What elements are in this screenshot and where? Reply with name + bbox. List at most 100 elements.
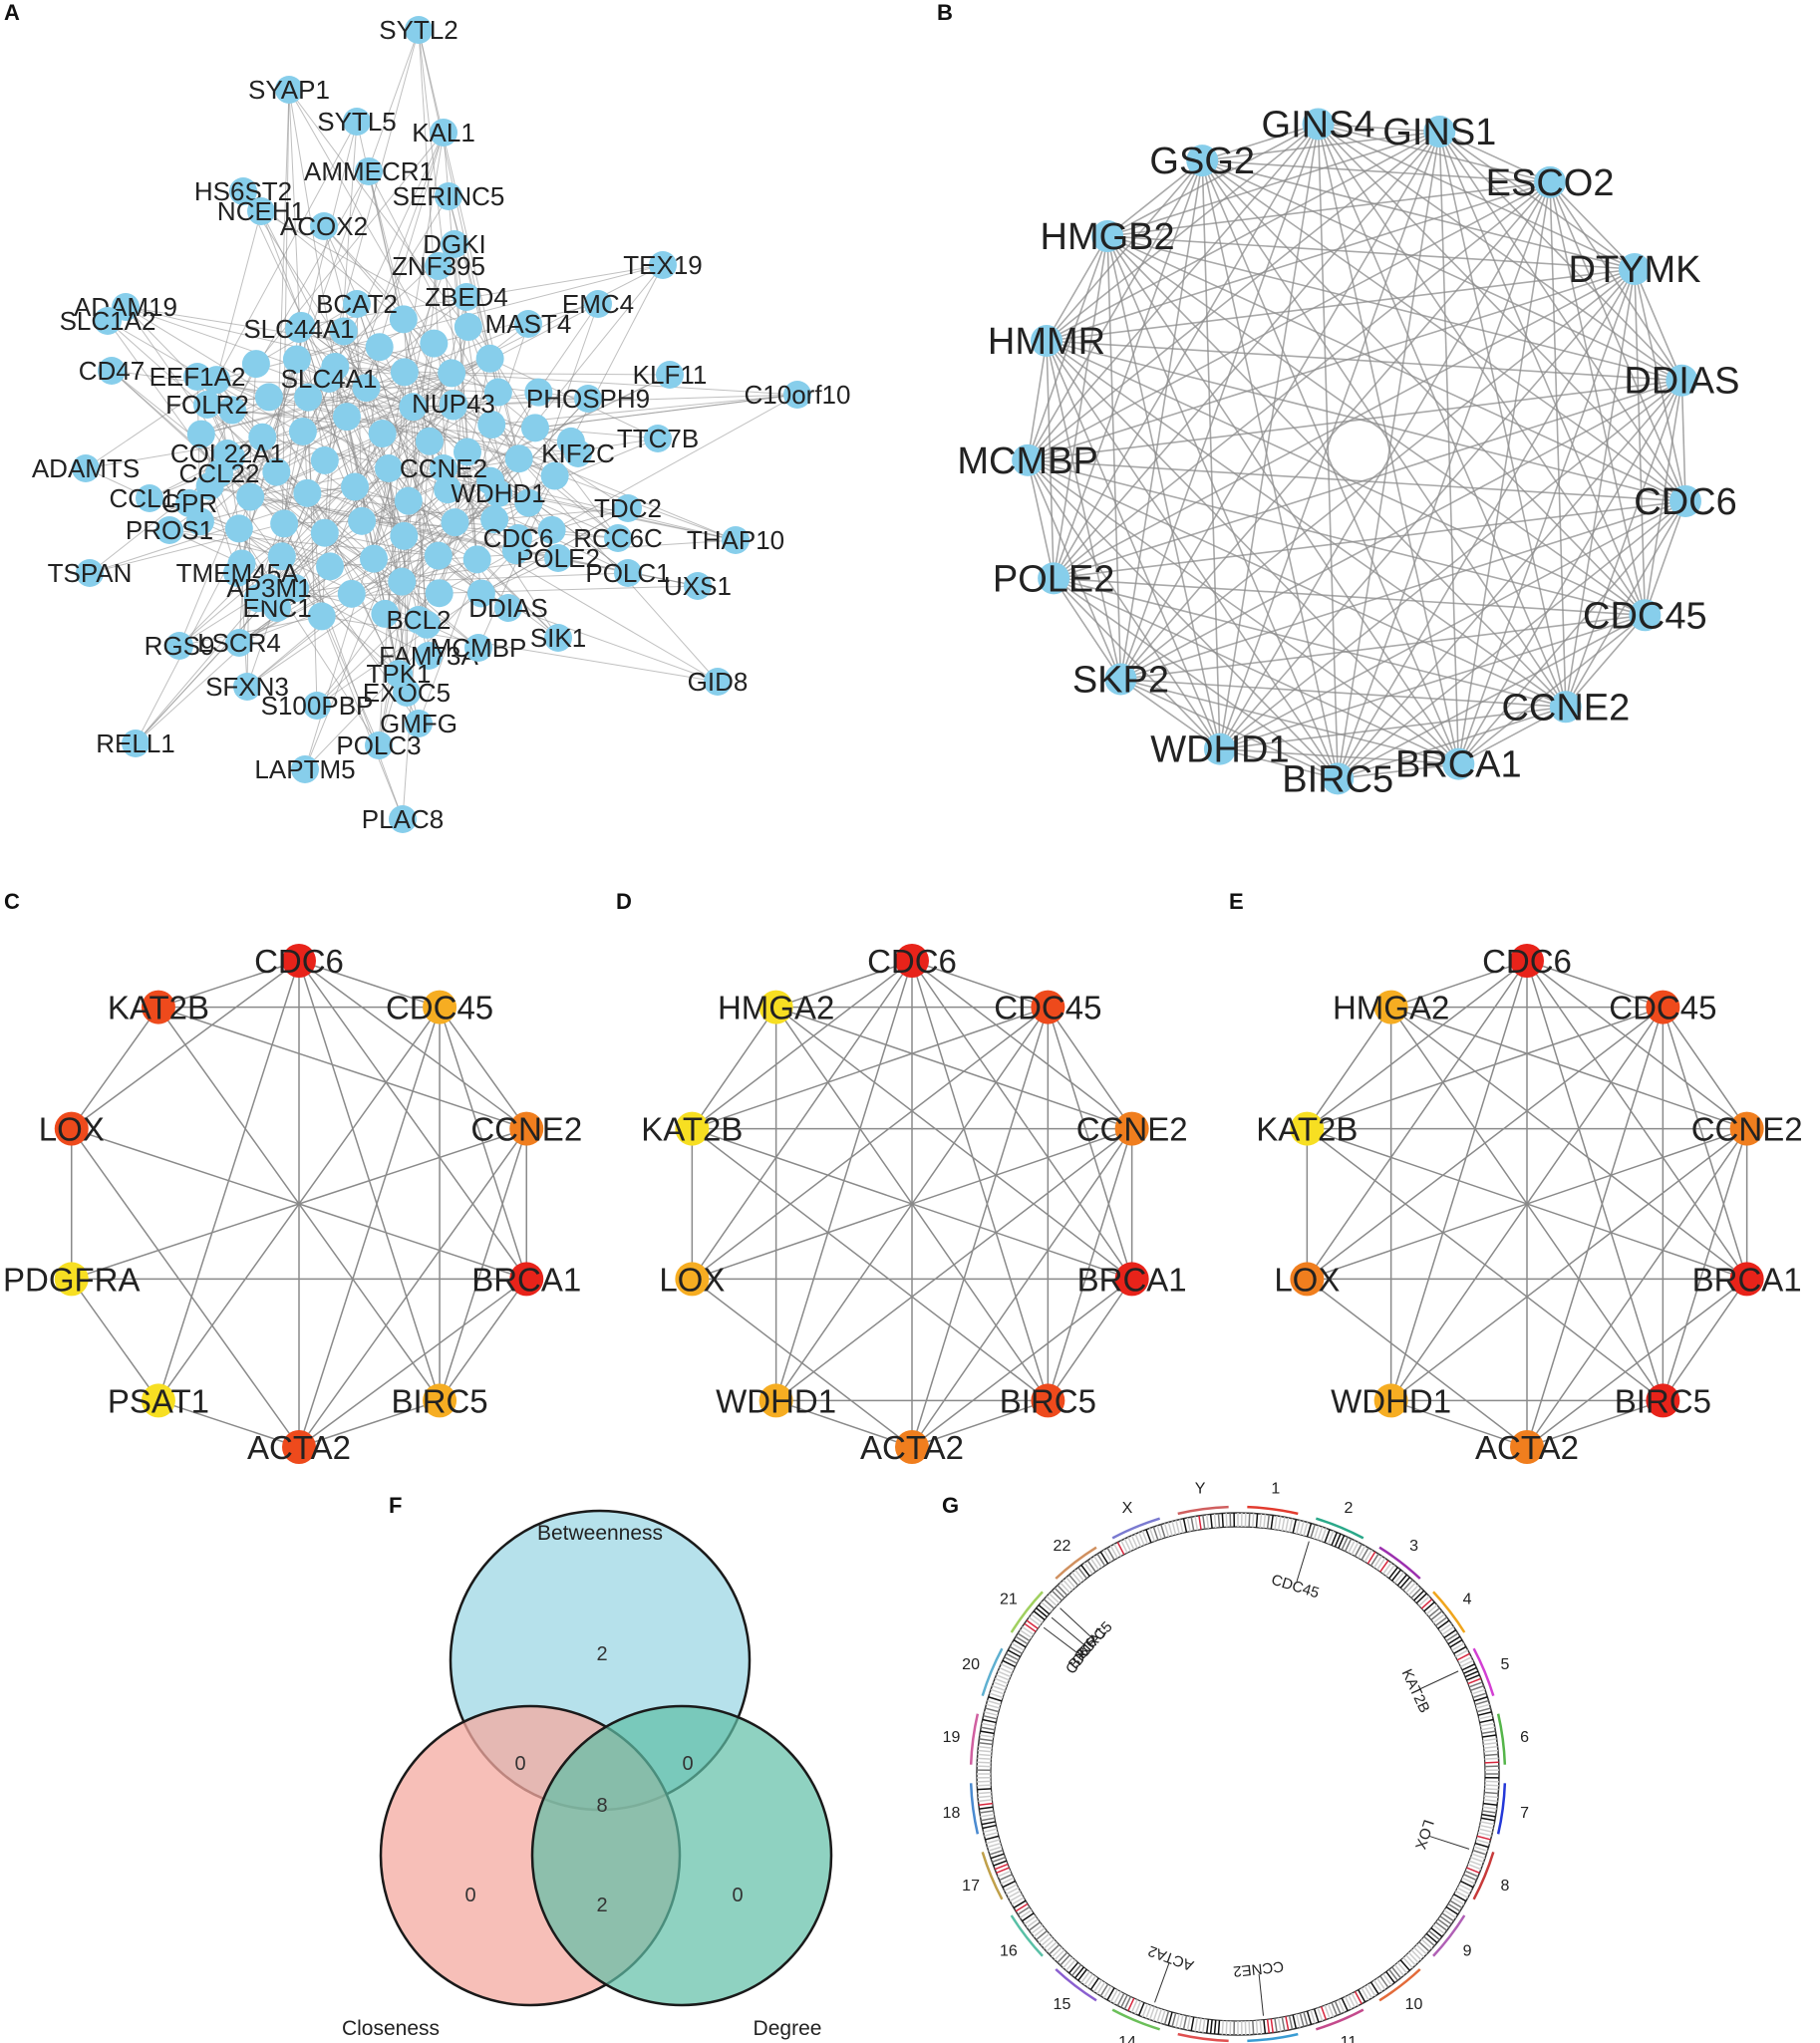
network-node [155, 516, 183, 544]
cytoband [1477, 1711, 1492, 1716]
cytoband [1049, 1593, 1061, 1605]
cytoband [1194, 1516, 1199, 1531]
network-node [430, 119, 457, 146]
cytoband [979, 1734, 994, 1738]
cytoband [1317, 1526, 1324, 1541]
gene-label: CCNE2 [1232, 1957, 1284, 1979]
cytoband [1474, 1842, 1489, 1849]
network-edge [1457, 614, 1646, 765]
cytoband [1202, 1515, 1206, 1530]
network-node [389, 805, 417, 833]
cytoband [978, 1745, 993, 1749]
cytoband [1476, 1835, 1491, 1841]
cytoband [985, 1835, 1000, 1841]
network-edge [1202, 131, 1440, 161]
network-edge [1201, 159, 1340, 779]
cytoband [1425, 1605, 1438, 1615]
cytoband [1209, 2019, 1213, 2034]
network-edge [1106, 123, 1319, 237]
node-label: RGS9 [145, 631, 215, 661]
network-edge [1219, 380, 1682, 750]
venn-count-all-three: 8 [596, 1795, 607, 1817]
network-node [186, 420, 215, 448]
network-node [524, 378, 553, 407]
node-label: C10orf10 [745, 380, 851, 410]
cytoband [1483, 1799, 1498, 1803]
network-node [285, 315, 313, 343]
cytoband [1467, 1863, 1482, 1871]
network-edge [1106, 235, 1567, 708]
network-edge [1219, 747, 1339, 780]
network-edge [1318, 123, 1636, 270]
node-label: EMC4 [562, 289, 634, 319]
node-label: CDC45 [994, 990, 1101, 1026]
cytoband [1071, 1572, 1082, 1584]
panel-e-network: CDC6CDC45CCNE2BRCA1BIRC5ACTA2WDHD1LOXKAT… [1256, 943, 1802, 1466]
network-node [275, 76, 303, 104]
network-edge [1549, 181, 1647, 616]
node-label: CD47 [79, 356, 145, 386]
node-label: SYAP1 [248, 75, 330, 105]
node-label: BIRC5 [1615, 1382, 1711, 1419]
cytoband [1221, 2020, 1224, 2035]
network-node [310, 518, 339, 547]
network-edge [1027, 340, 1048, 460]
cytoband [1437, 1619, 1450, 1629]
cytoband [1167, 1522, 1173, 1537]
network-node [1510, 1430, 1544, 1464]
network-node [405, 710, 433, 737]
network-edge [1662, 1278, 1748, 1401]
network-edge [1438, 131, 1636, 270]
cytoband [1420, 1599, 1433, 1609]
network-edge [517, 440, 572, 539]
node-label: GINS1 [1382, 112, 1496, 153]
cytoband [1167, 2011, 1173, 2026]
network-edge [1438, 131, 1682, 382]
network-edge [691, 1278, 913, 1448]
venn-label-betweenness: Betweenness [537, 1522, 663, 1545]
chromosome-label: 18 [943, 1805, 961, 1822]
cytoband [1152, 1526, 1159, 1541]
cytoband [1141, 2003, 1149, 2018]
network-edge [1047, 1278, 1133, 1401]
cytoband [1475, 1839, 1490, 1845]
network-edge [1027, 459, 1567, 709]
cytoband [1248, 2020, 1251, 2035]
network-edge [518, 457, 619, 539]
cytoband [1430, 1610, 1443, 1620]
cytoband [1317, 2007, 1324, 2022]
chromosome-arc [1472, 1851, 1495, 1900]
cytoband [1255, 2020, 1259, 2035]
chromosome-label: 15 [1054, 1996, 1071, 2013]
cytoband [1031, 1613, 1044, 1623]
network-node [343, 108, 371, 136]
network-node [405, 16, 433, 44]
network-edge [71, 1127, 527, 1281]
chromosome-arc [1432, 1914, 1466, 1957]
network-node [1666, 364, 1698, 397]
network-node [423, 1383, 457, 1418]
cytoband [1000, 1663, 1015, 1671]
network-edge [1662, 1007, 1748, 1130]
network-node [348, 506, 377, 535]
cytoband [1296, 1520, 1301, 1535]
network-edge [1438, 132, 1460, 764]
cytoband [1288, 1518, 1294, 1533]
cytoband [986, 1839, 1001, 1845]
network-edge [1046, 123, 1320, 342]
network-node [462, 545, 491, 574]
cytoband [1152, 2007, 1159, 2022]
network-edge [324, 532, 439, 557]
node-label: KAT2B [108, 990, 209, 1026]
network-edge [1106, 235, 1682, 382]
network-edge [691, 1007, 777, 1130]
cytoband [1186, 1517, 1191, 1532]
node-label: POLE2 [993, 558, 1115, 600]
node-label: PLAC8 [362, 804, 444, 834]
cytoband [1205, 1514, 1210, 1529]
cytoband [1043, 1599, 1056, 1609]
network-node [644, 425, 672, 452]
node-label: AP3M1 [226, 573, 311, 603]
node-label: POLC1 [585, 558, 670, 588]
